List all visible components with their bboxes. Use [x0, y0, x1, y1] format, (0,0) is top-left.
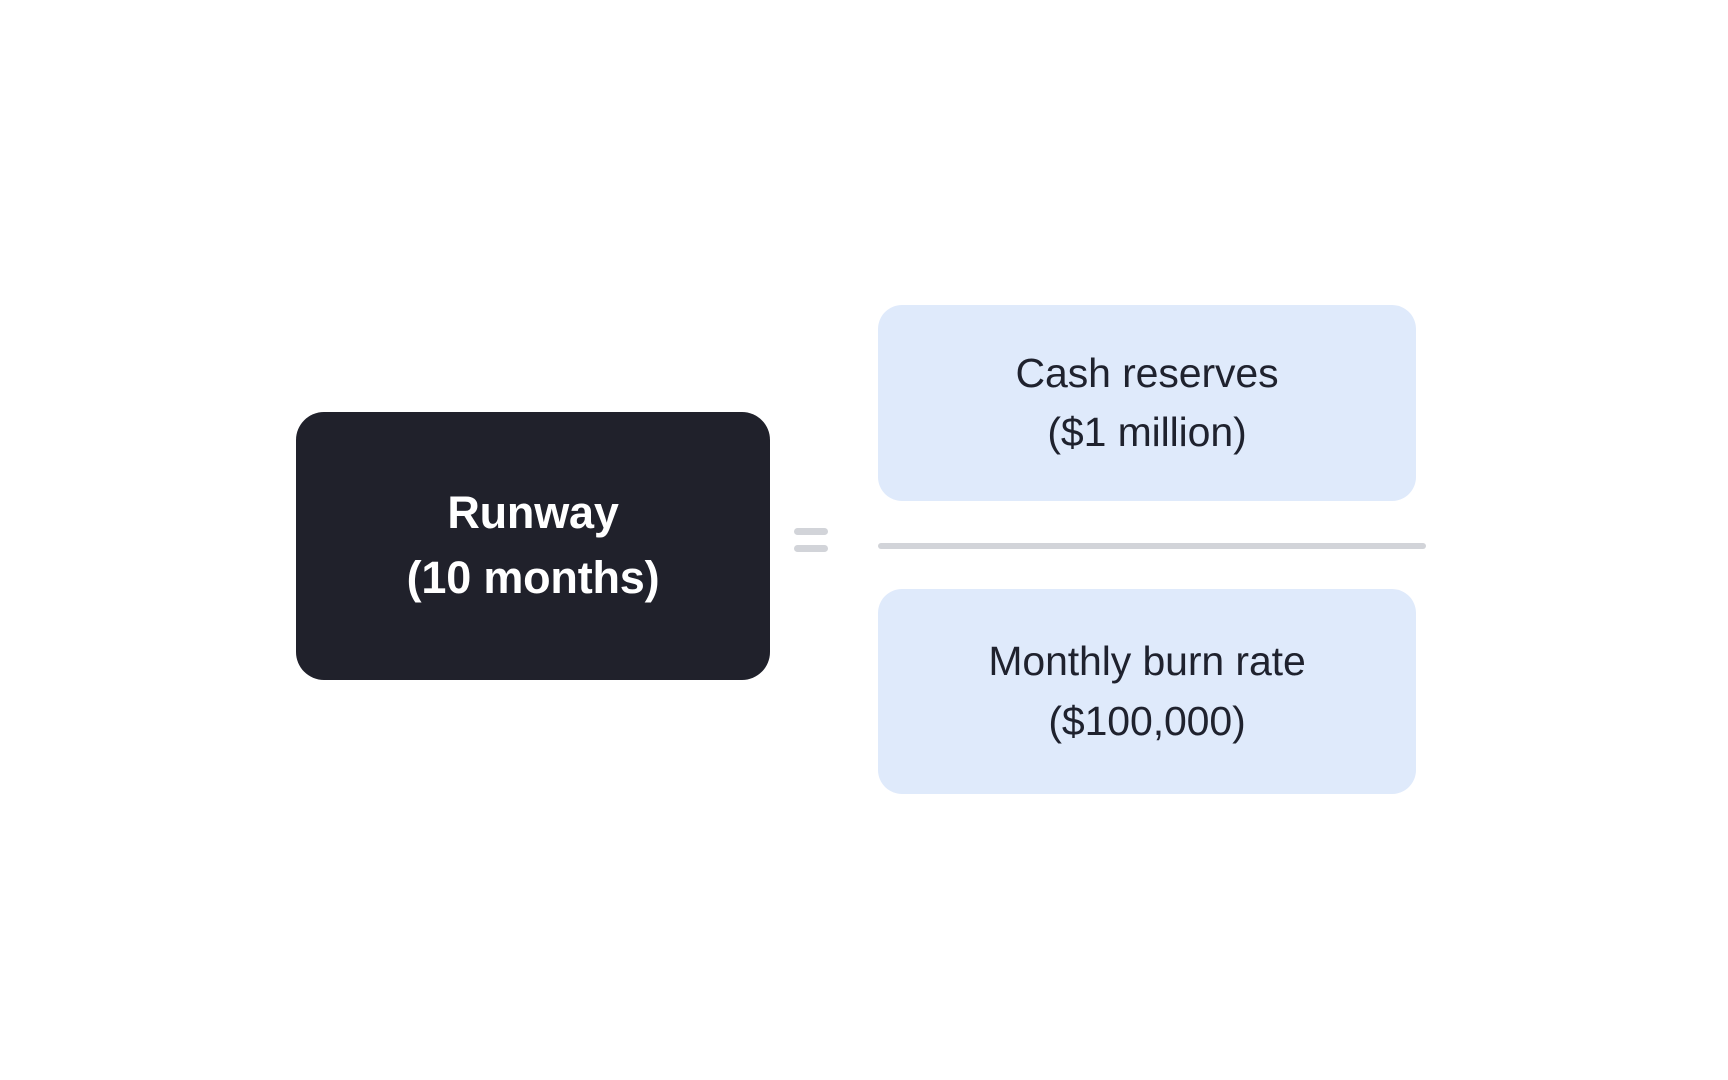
fraction-denominator-node[interactable]: Monthly burn rate ($100,000) — [878, 589, 1416, 794]
equals-sign-bar-bottom — [794, 545, 828, 552]
fraction-numerator-label: Cash reserves — [1015, 349, 1279, 396]
result-node-runway[interactable]: Runway (10 months) — [296, 412, 770, 680]
fraction-denominator-label: Monthly burn rate — [988, 638, 1306, 685]
fraction-denominator-value: ($100,000) — [1048, 697, 1246, 744]
fraction-numerator-value: ($1 million) — [1047, 409, 1247, 455]
fraction-group: Cash reserves ($1 million) Monthly burn … — [878, 305, 1426, 794]
fraction-division-bar — [878, 543, 1426, 549]
result-node-label: Runway — [447, 487, 619, 539]
equals-sign-bar-top — [794, 528, 828, 535]
fraction-numerator-node[interactable]: Cash reserves ($1 million) — [878, 305, 1416, 501]
equals-sign-icon — [794, 528, 828, 556]
result-node-value: (10 months) — [406, 552, 660, 603]
